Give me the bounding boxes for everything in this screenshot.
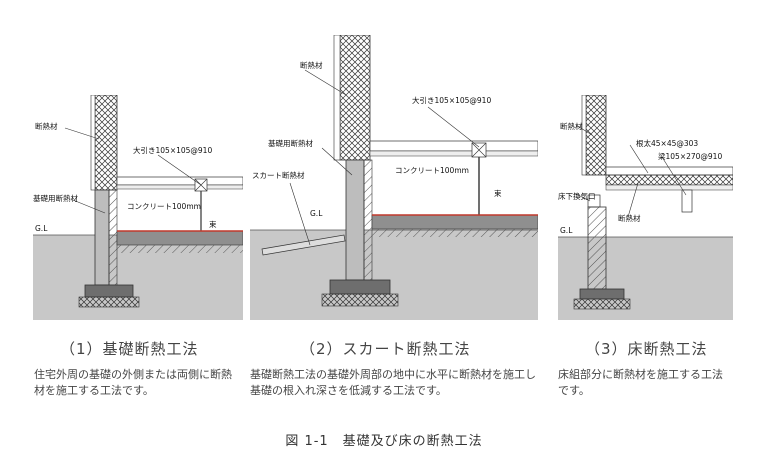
gl-label: G.L <box>35 224 48 233</box>
panel-3-description: 床組部分に断熱材を施工する工法です。 <box>558 368 723 397</box>
diagram-skirt-insulation: 断熱材 大引き105×105@910 基礎用断熱材 スカート断熱材 コンクリート… <box>250 35 538 320</box>
panel-1-description: 住宅外周の基礎の外側または両側に断熱材を施工する工法です。 <box>34 368 232 397</box>
skirt-insulation-label: スカート断熱材 <box>252 171 305 180</box>
concrete-label: コンクリート100mm <box>395 166 469 175</box>
joist-label: 根太45×45@303 <box>636 139 699 148</box>
foundation-insulation-label: 基礎用断熱材 <box>33 194 78 203</box>
insulation-label: 断熱材 <box>300 61 323 70</box>
diagram-2-drawing <box>250 35 538 320</box>
gl-label: G.L <box>560 226 573 235</box>
figure-caption: 図 1-1 基礎及び床の断熱工法 <box>285 434 483 449</box>
foundation-insulation-label: 基礎用断熱材 <box>268 139 313 148</box>
beam-label: 梁105×270@910 <box>658 152 723 161</box>
floor-insulation-label: 断熱材 <box>618 214 641 223</box>
diagram-foundation-insulation: 断熱材 大引き105×105@910 基礎用断熱材 コンクリート100mm 束 … <box>33 95 243 320</box>
panel-2-title: （2）スカート断熱工法 <box>300 340 471 358</box>
insulation-label: 断熱材 <box>35 122 58 131</box>
insulation-label: 断熱材 <box>560 122 583 131</box>
gl-label: G.L <box>310 209 323 218</box>
beam-label: 大引き105×105@910 <box>412 96 492 105</box>
concrete-label: コンクリート100mm <box>127 202 201 211</box>
post-label: 束 <box>494 189 502 198</box>
beam-label: 大引き105×105@910 <box>133 146 213 155</box>
panel-2-description: 基礎断熱工法の基礎外周部の地中に水平に断熱材を施工し基礎の根入れ深さを低減する工… <box>250 368 536 397</box>
post-label: 束 <box>209 220 217 229</box>
panel-3-title: （3）床断熱工法 <box>585 340 708 358</box>
diagram-floor-insulation: 断熱材 根太45×45@303 梁105×270@910 床下換気口 断熱材 G… <box>558 95 733 320</box>
diagram-3-drawing <box>558 95 733 320</box>
diagram-1-drawing <box>33 95 243 320</box>
vent-label: 床下換気口 <box>558 192 596 201</box>
panel-1-title: （1）基礎断熱工法 <box>60 340 199 358</box>
